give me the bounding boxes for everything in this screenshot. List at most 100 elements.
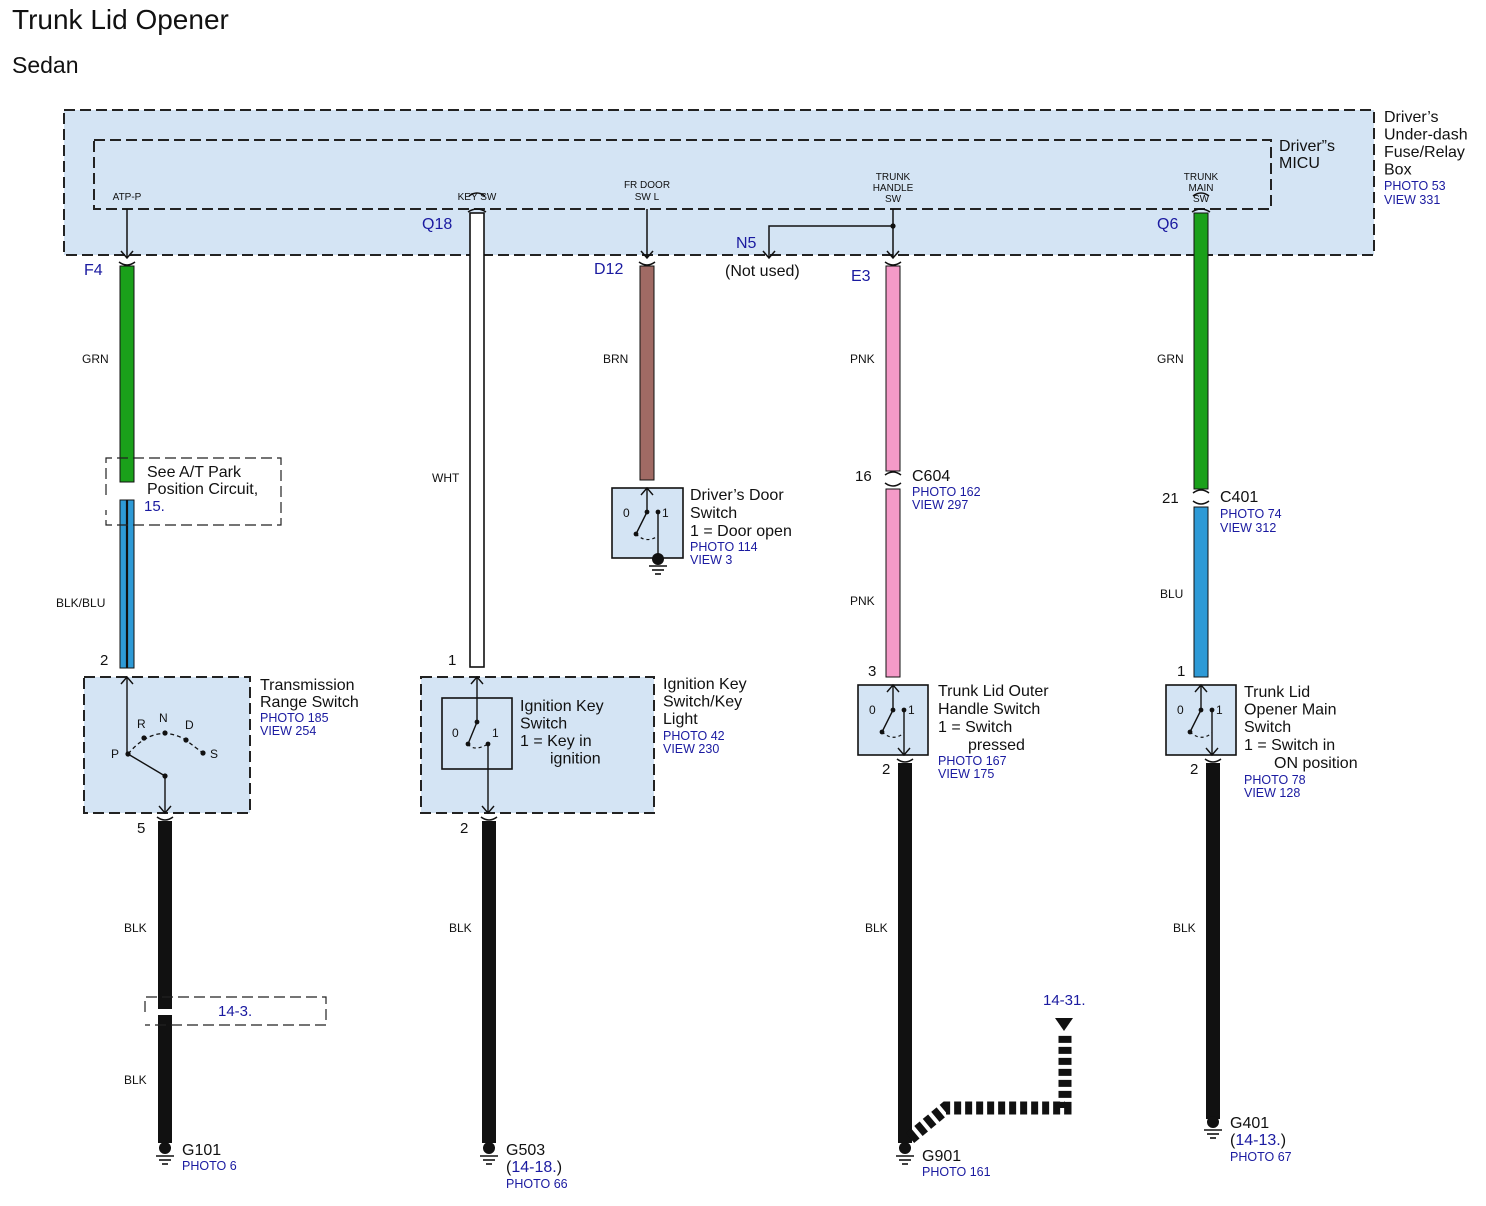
svg-text:PHOTO 67: PHOTO 67: [1230, 1150, 1292, 1164]
wire-blk-g503: [479, 816, 499, 1165]
svg-text:PHOTO 53: PHOTO 53: [1384, 179, 1446, 193]
svg-text:0: 0: [452, 726, 459, 740]
svg-text:C604: C604: [912, 468, 950, 485]
connector-c401: 21 C401 PHOTO 74 VIEW 312: [1162, 489, 1282, 535]
wire-color-blk: BLK: [449, 921, 472, 935]
ground-g503-label: G503 (14-18.) PHOTO 66: [506, 1142, 568, 1191]
drivers-door-switch: 0 1: [611, 486, 684, 575]
svg-text:1: 1: [662, 506, 669, 520]
svg-text:1: 1: [1216, 703, 1223, 717]
wire-color-blk: BLK: [1173, 921, 1196, 935]
wire-color-pnk: PNK: [850, 352, 875, 366]
terminal-f4: F4: [84, 262, 103, 279]
pin-label-key-sw: KEY SW: [458, 192, 497, 203]
wire-trunk-handle-sw: [762, 209, 902, 678]
svg-text:PHOTO 6: PHOTO 6: [182, 1159, 237, 1173]
transmission-range-switch: P R N D S: [83, 675, 251, 815]
ref-box-14-3: 14-3.: [144, 996, 327, 1026]
svg-text:G401: G401: [1230, 1115, 1269, 1132]
terminal-n5: N5: [736, 235, 757, 252]
wire-blk-g101: [155, 816, 175, 1165]
page-title: Trunk Lid Opener: [12, 4, 229, 35]
terminal-q6: Q6: [1157, 216, 1178, 233]
svg-text:1: 1: [908, 703, 915, 717]
wire-color-pnk: PNK: [850, 594, 875, 608]
wire-color-grn: GRN: [82, 352, 109, 366]
svg-text:PHOTO 74: PHOTO 74: [1220, 507, 1282, 521]
wire-blk-g901: [895, 758, 1073, 1165]
trunk-opener-main-switch: 0 1: [1165, 683, 1237, 757]
wire-color-brn: BRN: [603, 352, 628, 366]
ground-g401-ref-link[interactable]: 14-13.: [1235, 1132, 1280, 1149]
svg-text:VIEW 331: VIEW 331: [1384, 193, 1440, 207]
ground-g901-label: G901 PHOTO 161: [922, 1148, 991, 1179]
svg-text:VIEW 3: VIEW 3: [690, 553, 732, 567]
svg-text:G101: G101: [182, 1142, 221, 1159]
svg-text:0: 0: [623, 506, 630, 520]
wire-atp-p: [118, 209, 136, 669]
trunk-outer-handle-switch: 0 1: [857, 683, 929, 757]
svg-text:PHOTO 161: PHOTO 161: [922, 1165, 991, 1179]
terminal-d12: D12: [594, 261, 623, 278]
svg-text:21: 21: [1162, 490, 1179, 507]
wire-color-blk-blu: BLK/BLU: [56, 596, 105, 610]
ref-link-14-3[interactable]: 14-3.: [218, 1003, 252, 1020]
svg-text:VIEW 297: VIEW 297: [912, 498, 968, 512]
terminal-q18: Q18: [422, 216, 452, 233]
svg-text:S: S: [210, 747, 218, 761]
micu-fuse-box: [63, 109, 1375, 256]
svg-text:R: R: [137, 717, 146, 731]
svg-text:VIEW 230: VIEW 230: [663, 742, 719, 756]
ground-g503-ref-link[interactable]: 14-18.: [511, 1159, 556, 1176]
ground-g101-label: G101 PHOTO 6: [182, 1142, 237, 1173]
wire-color-blk: BLK: [124, 1073, 147, 1087]
terminal-e3: E3: [851, 268, 871, 285]
svg-text:G901: G901: [922, 1148, 961, 1165]
svg-text:P: P: [111, 747, 119, 761]
pin-2-main-switch: 2: [1190, 761, 1198, 778]
svg-text:VIEW 128: VIEW 128: [1244, 786, 1300, 800]
pin-2-transmission: 2: [100, 652, 108, 669]
wire-key-sw: [467, 192, 487, 668]
ref-link-14-31[interactable]: 14-31.: [1043, 992, 1086, 1009]
svg-text:PHOTO 78: PHOTO 78: [1244, 773, 1306, 787]
svg-text:0: 0: [869, 703, 876, 717]
svg-text:(14-18.): (14-18.): [506, 1159, 562, 1176]
svg-text:VIEW 175: VIEW 175: [938, 767, 994, 781]
pin-2-outer-handle: 2: [882, 761, 890, 778]
svg-text:0: 0: [1177, 703, 1184, 717]
svg-text:PHOTO 185: PHOTO 185: [260, 711, 329, 725]
wire-trunk-main-sw: [1191, 192, 1211, 678]
svg-text:G503: G503: [506, 1142, 545, 1159]
wire-blk-g401: [1203, 758, 1223, 1139]
page-subtitle: Sedan: [12, 52, 79, 78]
svg-text:C401: C401: [1220, 489, 1258, 506]
pin-1-ignition: 1: [448, 652, 456, 669]
pin-3-outer-handle: 3: [868, 663, 876, 680]
svg-text:(14-13.): (14-13.): [1230, 1132, 1286, 1149]
svg-text:N: N: [159, 711, 168, 725]
connector-c604: 16 C604 PHOTO 162 VIEW 297: [855, 468, 981, 512]
svg-text:PHOTO 167: PHOTO 167: [938, 754, 1007, 768]
park-position-ref-link[interactable]: 15.: [144, 498, 165, 515]
wire-fr-door-sw: [638, 209, 656, 481]
wire-color-wht: WHT: [432, 471, 460, 485]
